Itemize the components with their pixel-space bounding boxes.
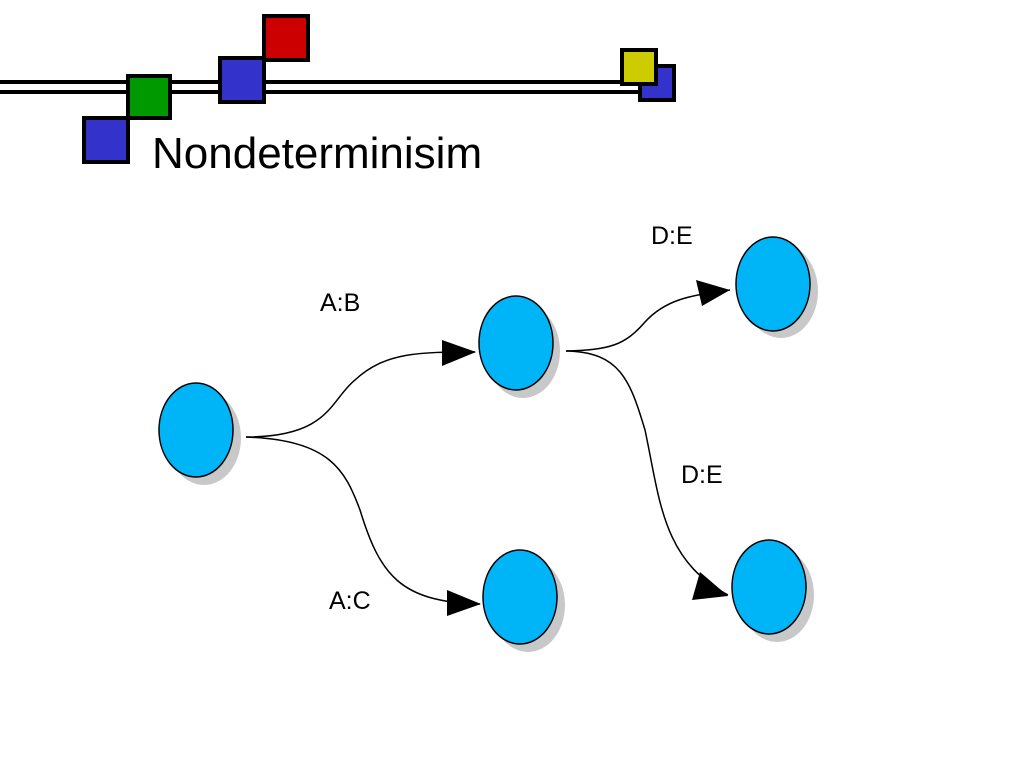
state-node-e1 <box>735 236 811 332</box>
state-node-e2 <box>731 539 807 635</box>
red-square-decoration <box>262 14 310 62</box>
arrowhead <box>442 340 476 366</box>
edge-start-to-c <box>245 436 481 605</box>
edge-label-a-b: A:B <box>320 289 360 317</box>
state-node-start <box>158 382 234 478</box>
arrowhead <box>447 590 481 616</box>
state-node-c <box>482 549 558 645</box>
edge-start-to-b <box>245 351 476 438</box>
edge-label-a-c: A:C <box>329 587 371 615</box>
blue-square-decoration <box>82 116 130 164</box>
green-square-decoration <box>126 74 172 120</box>
state-node-b <box>478 295 554 391</box>
edge-b-to-e1 <box>565 289 731 352</box>
rule-line-top <box>0 80 664 84</box>
edges <box>245 280 731 616</box>
arrowhead <box>692 572 728 600</box>
title-decoration <box>0 14 676 164</box>
edge-b-to-e2 <box>565 350 729 596</box>
rule-line-bottom <box>0 90 664 94</box>
edge-label-d-e-upper: D:E <box>651 222 693 250</box>
edge-label-d-e-lower: D:E <box>681 461 723 489</box>
arrowhead <box>696 280 730 306</box>
nodes <box>158 236 811 645</box>
slide-title: Nondeterminisim <box>152 129 483 178</box>
blue-square-decoration <box>218 56 266 104</box>
yellow-square-decoration <box>620 48 658 86</box>
